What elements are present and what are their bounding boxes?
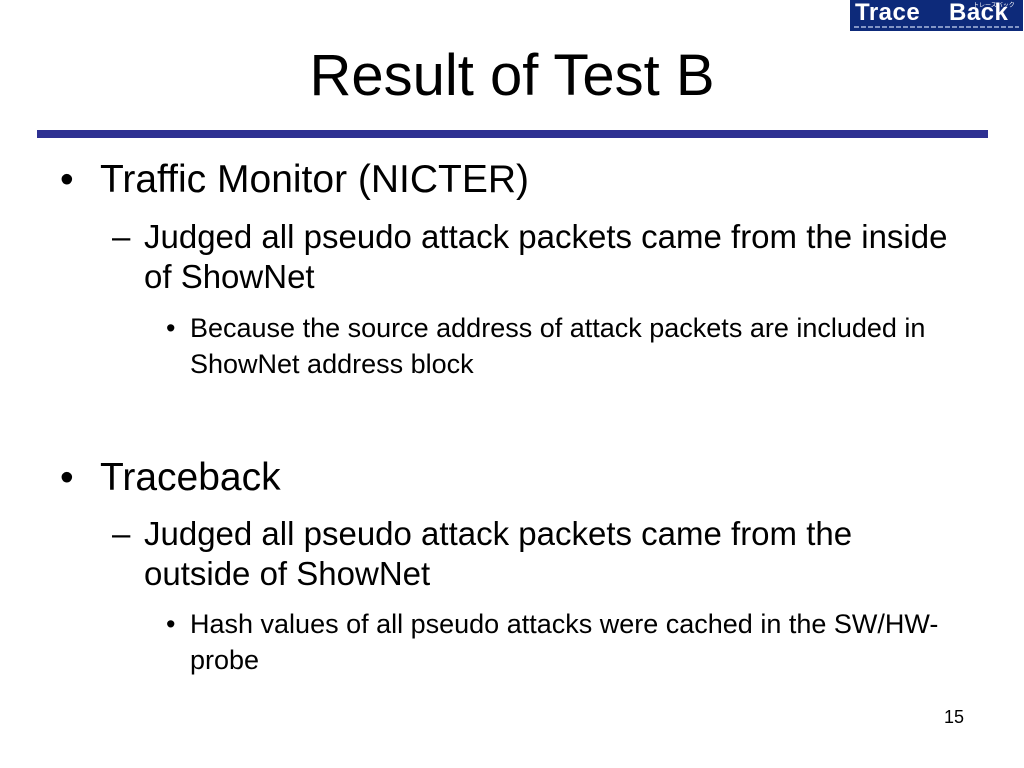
bullet-text: Traffic Monitor (NICTER) bbox=[100, 158, 530, 201]
detail-bullet-source-address: • Because the source address of attack p… bbox=[166, 310, 980, 382]
dash-icon: – bbox=[112, 515, 131, 552]
sub-bullet-text: Judged all pseudo attack packets came fr… bbox=[144, 515, 853, 592]
sub-bullet-inside: – Judged all pseudo attack packets came … bbox=[112, 217, 964, 297]
title-underline bbox=[37, 130, 988, 138]
sub-bullet-outside: – Judged all pseudo attack packets came … bbox=[112, 514, 964, 594]
detail-bullet-text: Hash values of all pseudo attacks were c… bbox=[190, 609, 939, 675]
detail-bullet-text: Because the source address of attack pac… bbox=[190, 313, 926, 379]
bullet-dot-icon: • bbox=[60, 456, 74, 499]
bullet-traceback: • Traceback bbox=[60, 455, 281, 500]
traceback-logo: Trace Back トレースバック bbox=[850, 0, 1023, 31]
bullet-text: Traceback bbox=[100, 456, 281, 499]
logo-kana: トレースバック bbox=[973, 2, 1015, 9]
logo-word-trace: Trace bbox=[855, 0, 921, 26]
logo-word-back: Back bbox=[949, 0, 1009, 26]
small-bullet-dot-icon: • bbox=[166, 313, 176, 343]
small-bullet-dot-icon: • bbox=[166, 609, 176, 639]
slide-title: Result of Test B bbox=[309, 43, 715, 108]
bullet-dot-icon: • bbox=[60, 158, 74, 201]
logo-fineprint bbox=[854, 26, 1019, 28]
page-number: 15 bbox=[943, 707, 964, 727]
sub-bullet-text: Judged all pseudo attack packets came fr… bbox=[144, 218, 948, 295]
dash-icon: – bbox=[112, 218, 131, 255]
bullet-traffic-monitor: • Traffic Monitor (NICTER) bbox=[60, 157, 530, 202]
detail-bullet-hash-values: • Hash values of all pseudo attacks were… bbox=[166, 606, 980, 678]
